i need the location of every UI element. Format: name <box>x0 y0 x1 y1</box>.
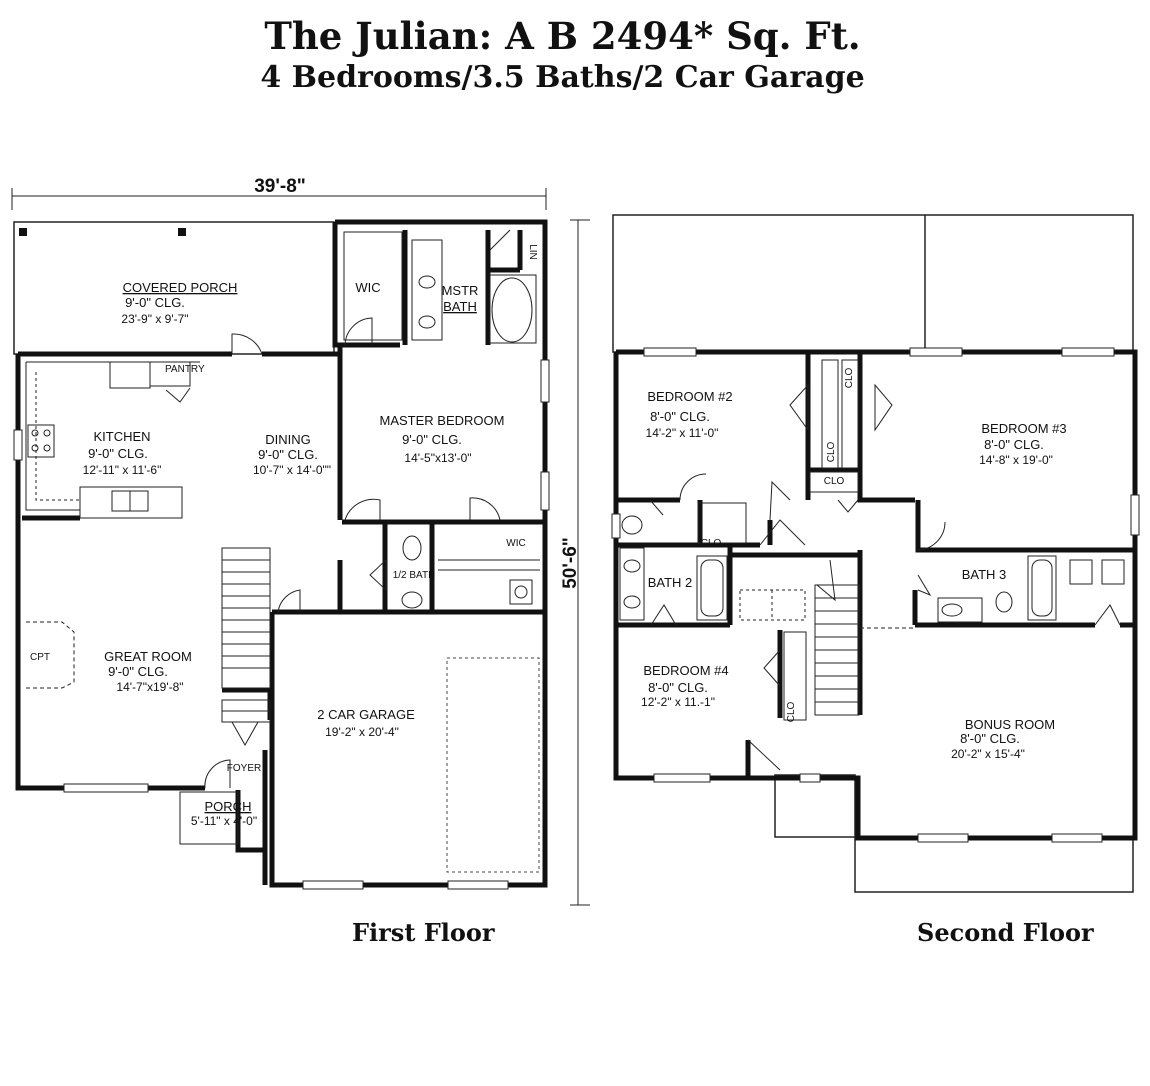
linen-label: LIN <box>527 244 538 260</box>
width-dimension-line <box>11 188 547 210</box>
master-bath-label-line2: BATH <box>443 299 477 314</box>
first-floor-doors <box>165 229 511 789</box>
fireplace <box>26 621 75 689</box>
master-bedroom-ceiling: 9'-0" CLG. <box>402 432 462 447</box>
first-floor-plan: 39'-8" 50'-6" <box>11 176 590 906</box>
second-floor-closets <box>697 359 859 721</box>
bedroom2-closet-label: CLO <box>701 538 722 549</box>
porch-post <box>178 228 186 236</box>
second-floor-doors <box>649 383 1121 771</box>
bonus-room-ceiling: 8'-0" CLG. <box>960 731 1020 746</box>
garage-parking-outline <box>446 657 540 873</box>
half-bath-label: 1/2 BATH <box>393 570 436 581</box>
depth-dimension: 50'-6" <box>560 537 581 589</box>
kitchen-ceiling: 9'-0" CLG. <box>88 446 148 461</box>
bedroom4-name: BEDROOM #4 <box>643 663 728 678</box>
great-room-ceiling: 9'-0" CLG. <box>108 664 168 679</box>
bedroom3-closet-label: CLO <box>824 476 845 487</box>
bedroom3-size: 14'-8" x 19'-0" <box>979 453 1053 467</box>
bedroom3-closet-label-2: CLO <box>844 367 855 388</box>
wic-label: WIC <box>355 280 380 295</box>
second-floor-roof-outline <box>612 214 1134 893</box>
bonus-room-name: BONUS ROOM <box>965 717 1055 732</box>
bonus-room-size: 20'-2" x 15'-4" <box>951 747 1025 761</box>
kitchen-size: 12'-11" x 11'-6" <box>83 463 162 477</box>
fireplace-label: CPT <box>30 652 50 663</box>
first-floor-fixtures <box>343 231 540 609</box>
dining-size: 10'-7" x 14'-0"" <box>253 463 331 477</box>
covered-porch-ceiling: 9'-0" CLG. <box>125 295 185 310</box>
covered-porch-name: COVERED PORCH <box>123 280 238 295</box>
second-floor-caption: Second Floor <box>917 918 1094 947</box>
great-room-name: GREAT ROOM <box>104 649 192 664</box>
master-bedroom-name: MASTER BEDROOM <box>380 413 505 428</box>
master-bedroom-size: 14'-5"x13'-0" <box>404 451 471 465</box>
bath3-label: BATH 3 <box>962 567 1007 582</box>
bedroom2-ceiling: 8'-0" CLG. <box>650 409 710 424</box>
dining-name: DINING <box>265 432 311 447</box>
bedroom4-closet-label: CLO <box>786 701 797 722</box>
garage-name: 2 CAR GARAGE <box>317 707 415 722</box>
porch-post <box>19 228 27 236</box>
porch-name: PORCH <box>205 799 252 814</box>
kitchen-counters <box>25 361 200 519</box>
bedroom3-name: BEDROOM #3 <box>981 421 1066 436</box>
width-dimension: 39'-8" <box>254 176 306 197</box>
garage-size: 19'-2" x 20'-4" <box>325 725 399 739</box>
pantry-label: PANTRY <box>165 364 205 375</box>
bedroom3-closet-label-3: CLO <box>826 441 837 462</box>
kitchen-name: KITCHEN <box>93 429 150 444</box>
wic2-label: WIC <box>506 538 525 549</box>
first-floor-windows <box>13 359 550 890</box>
bath2-label: BATH 2 <box>648 575 693 590</box>
porch-size: 5'-11" x 4'-0" <box>191 814 257 828</box>
porch-slab <box>179 791 239 845</box>
second-floor-plan: BEDROOM #2 8'-0" CLG. 14'-2" x 11'-0" BE… <box>611 214 1140 893</box>
covered-porch-size: 23'-9" x 9'-7" <box>121 312 188 326</box>
plan-title: The Julian: A B 2494* Sq. Ft. <box>264 14 861 58</box>
plan-subtitle: 4 Bedrooms/3.5 Baths/2 Car Garage <box>260 60 865 95</box>
depth-dimension-line <box>570 219 590 906</box>
second-floor-fixtures <box>619 515 1125 629</box>
bedroom4-size: 12'-2" x 11.-1" <box>641 695 715 709</box>
great-room-size: 14'-7"x19'-8" <box>116 680 183 694</box>
second-floor-windows <box>611 347 1140 843</box>
first-floor-stairs <box>221 547 271 723</box>
second-floor-stairs <box>814 559 860 716</box>
foyer-label: FOYER <box>227 763 261 774</box>
first-floor-caption: First Floor <box>352 918 495 947</box>
bedroom2-name: BEDROOM #2 <box>647 389 732 404</box>
dining-ceiling: 9'-0" CLG. <box>258 447 318 462</box>
bedroom4-ceiling: 8'-0" CLG. <box>648 680 708 695</box>
bedroom2-size: 14'-2" x 11'-0" <box>646 426 719 440</box>
bedroom3-ceiling: 8'-0" CLG. <box>984 437 1044 452</box>
master-bath-label-line1: MSTR <box>442 283 479 298</box>
